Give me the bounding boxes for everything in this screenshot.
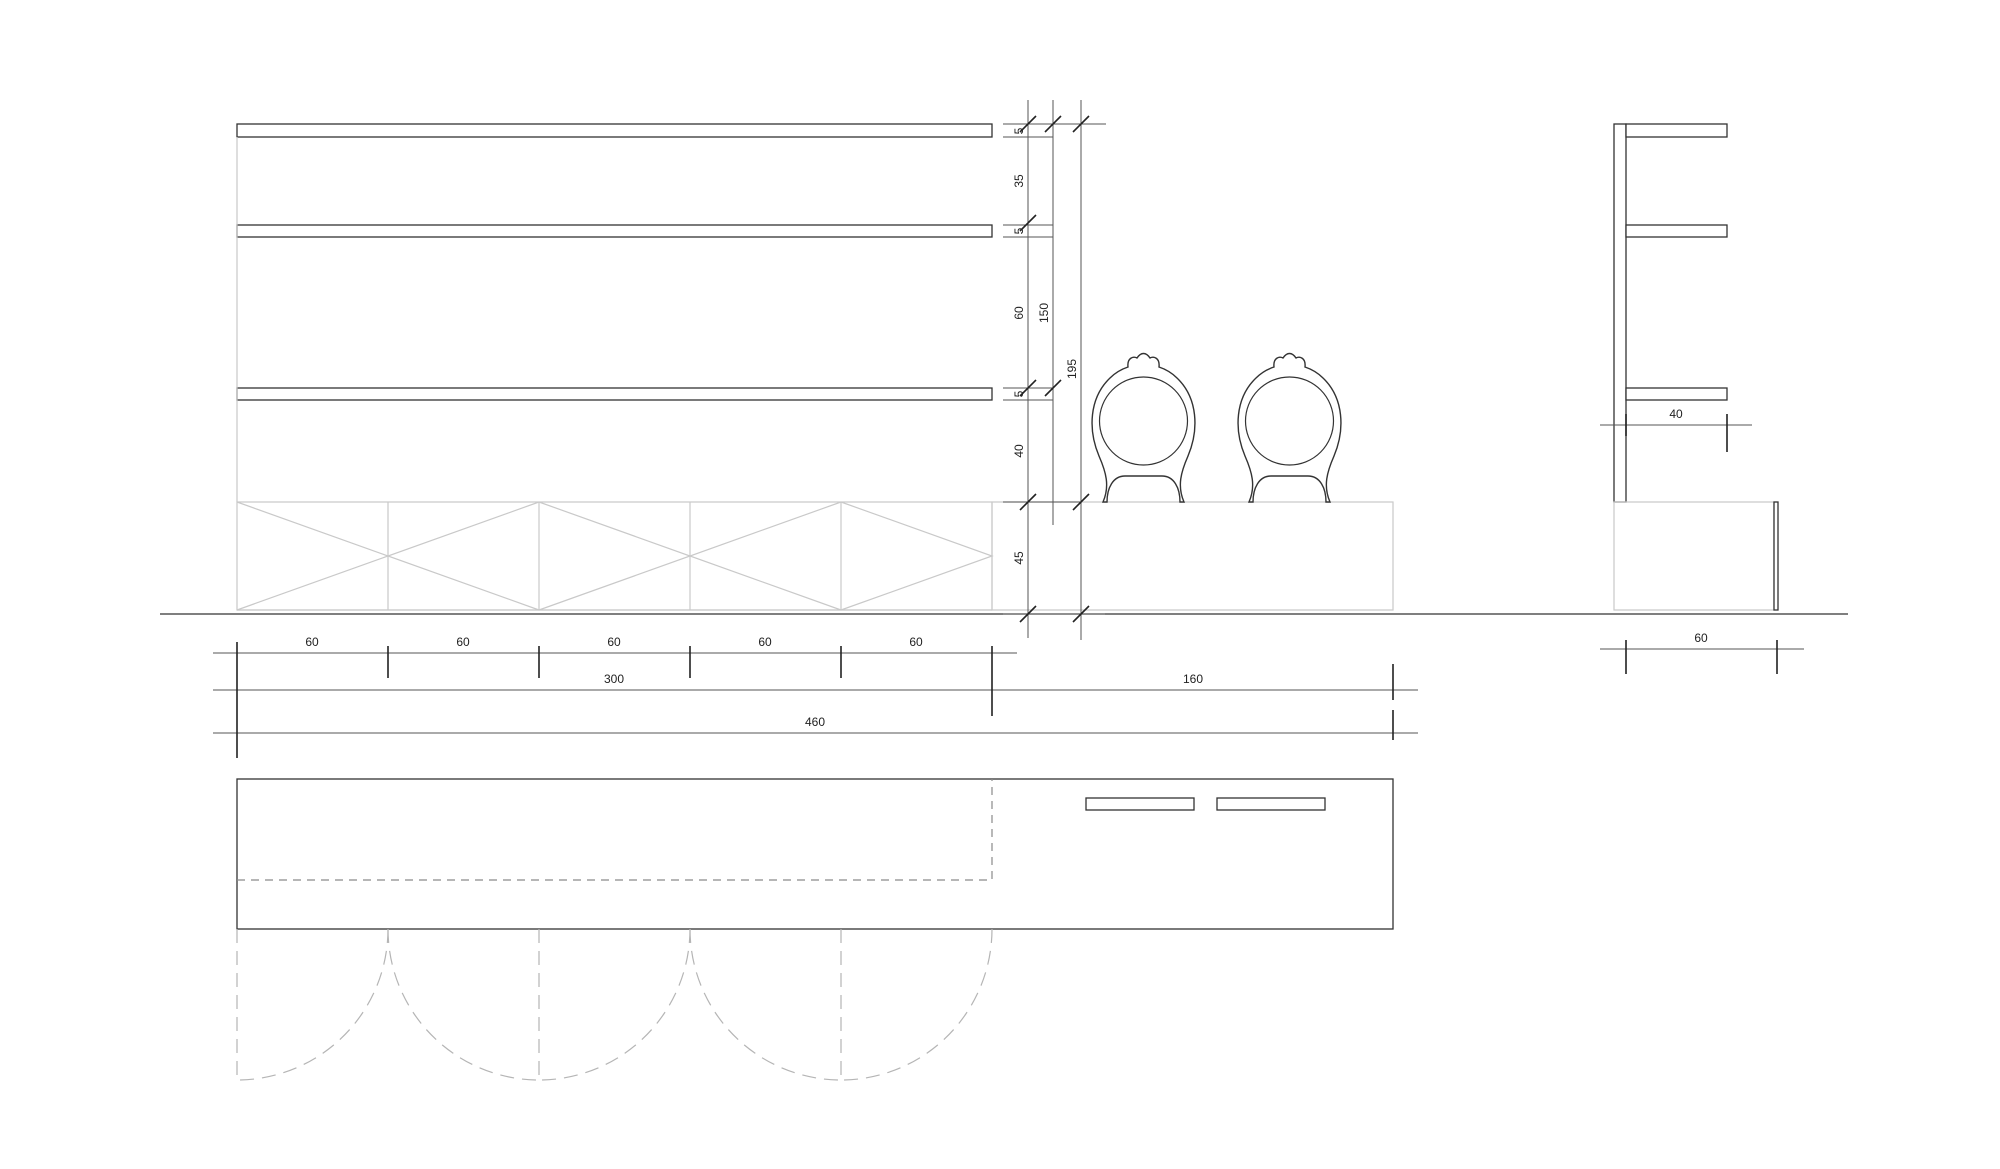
dim-label-side-base-depth: 60 [1694,631,1708,645]
plan-outline [236,778,1394,930]
shelf-low [236,387,993,401]
dim-tick [1019,214,1037,232]
side-back-panel [1613,123,1627,503]
dim-label-side-shelf-depth: 40 [1669,407,1683,421]
side-view: 40 60 [1600,123,1804,674]
side-shelf-middle [1625,224,1728,238]
chair-seat-oval [1244,376,1335,466]
side-door [1773,501,1779,611]
dim-label-shelf-mid: 5 [1012,227,1026,234]
dim-tick [1044,115,1062,133]
dim-label-bench-width: 160 [1183,672,1203,686]
dim-label-gap-mid: 60 [1012,306,1026,320]
chair-seat-oval [1098,376,1189,466]
dim-tick [1019,605,1037,623]
door-swing-arc [236,928,389,1081]
dim-tick [1072,493,1090,511]
dim-label-cabinet-height: 45 [1012,551,1026,565]
door-swing-mark [236,501,390,611]
dim-label-shelf-top: 5 [1012,127,1026,134]
dim-label-total-height: 195 [1065,359,1079,379]
dim-tick [1072,605,1090,623]
front-elevation [160,123,1848,615]
dim-label-module-3: 60 [607,635,621,649]
plan-view [236,778,1394,1081]
dim-label-module-5: 60 [909,635,923,649]
door-swing-arc [840,928,993,1081]
dim-label-module-2: 60 [456,635,470,649]
horizontal-dimensions: 60 60 60 60 60 300 160 460 [213,635,1418,758]
shelf-top [236,123,993,138]
dim-label-module-1: 60 [305,635,319,649]
door-swing-arc [689,928,842,1081]
door-swing-arc [387,928,540,1081]
door-swing-arc [538,928,691,1081]
side-base [1613,501,1775,611]
dim-tick [1044,379,1062,397]
plan-cushion-left [1085,797,1195,811]
dim-label-shelf-low: 5 [1012,390,1026,397]
bench [991,501,1394,611]
base-cabinets [236,501,994,611]
door-swing-mark [538,501,692,611]
dim-label-total-width: 460 [805,715,825,729]
dim-label-module-4: 60 [758,635,772,649]
dim-tick [1019,493,1037,511]
shelf-middle [236,224,993,238]
chair-left [1091,352,1196,503]
door-swings [236,928,993,1081]
bench-body [991,501,1394,611]
dim-label-cabinets-width: 300 [604,672,624,686]
dim-label-gap-top: 35 [1012,174,1026,188]
door-swing-mark [386,501,540,611]
chair-right [1237,352,1342,503]
side-shelf-top [1625,123,1728,138]
dim-label-gap-low: 40 [1012,444,1026,458]
dim-tick [1019,115,1037,133]
cabinet-frame [236,501,993,611]
vertical-dimensions: 5 35 5 60 5 40 45 150 195 [1003,100,1106,640]
door-swing-mark [840,501,994,611]
plan-shelf-dashed [237,779,993,881]
plan-cushion-right [1216,797,1326,811]
dim-tick [1019,379,1037,397]
side-shelf-low [1625,387,1728,401]
door-swing-mark [688,501,842,611]
dim-tick [1072,115,1090,133]
dim-label-shelving-height: 150 [1037,303,1051,323]
